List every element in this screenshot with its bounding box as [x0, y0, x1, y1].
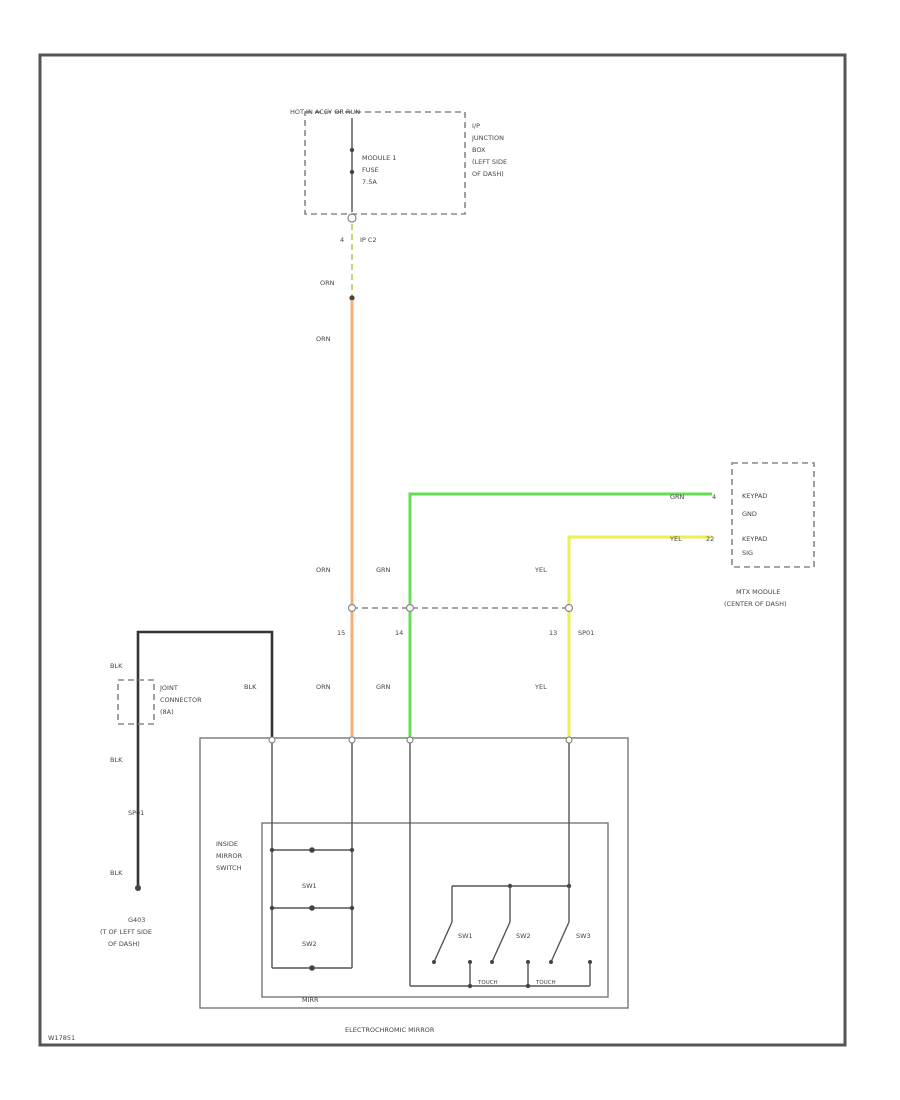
- mirror-name: ELECTROCHROMIC MIRROR: [345, 1026, 435, 1034]
- mtx-module-box: [731, 462, 815, 568]
- wire-label-grn-3: GRN: [376, 683, 391, 691]
- switch-sw1b: SW1: [458, 932, 473, 940]
- ladder-dot-3: [309, 847, 315, 853]
- connector-node-yel: [564, 603, 574, 613]
- power-label: HOT IN ACCY OR RUN: [290, 108, 360, 116]
- ladder-dot-7: [309, 965, 315, 971]
- mirror-label-3: SWITCH: [216, 864, 242, 872]
- bus-return-dot-2: [525, 983, 531, 989]
- mirror-label-2: MIRROR: [216, 852, 243, 860]
- wire-label-orn-2: ORN: [316, 335, 331, 343]
- junction-label-2: JUNCTION: [471, 134, 504, 142]
- junction-label-5: OF DASH): [472, 170, 504, 178]
- keypad-gnd-2: GND: [742, 510, 757, 518]
- mirror-pin-2: [348, 736, 356, 744]
- keypad-sig-2: SIG: [742, 549, 753, 557]
- pin-orn: 15: [337, 629, 345, 637]
- junction-label-3: BOX: [472, 146, 486, 154]
- wire-label-yel-1: YEL: [669, 535, 682, 543]
- ground-line-3: OF DASH): [108, 940, 140, 948]
- ladder-dot-4: [269, 905, 275, 911]
- fuse-node-bottom: [349, 169, 355, 175]
- mirror-pin-4: [565, 736, 573, 744]
- wire-label-yel-3: YEL: [534, 683, 547, 691]
- wire-label-grn-1: GRN: [670, 493, 685, 501]
- keypad-gnd-1: KEYPAD: [742, 492, 767, 500]
- switch-3-return-dot: [588, 960, 592, 964]
- wire-label-blk-2: BLK: [110, 662, 123, 670]
- pin-grn-2: 14: [395, 629, 403, 637]
- mirror-bottom-label: MIRR: [302, 996, 319, 1004]
- joint-connector-box: [117, 679, 155, 725]
- wire-label-grn-2: GRN: [376, 566, 391, 574]
- switch-sw3: SW3: [576, 932, 591, 940]
- switch-1-return-dot: [468, 960, 472, 964]
- junction-label-1: I/P: [472, 122, 480, 130]
- mtx-module-name-2: (CENTER OF DASH): [724, 600, 787, 608]
- joint-line-3: (8A): [160, 708, 174, 716]
- switch-2-return-dot: [526, 960, 530, 964]
- splice-label: SP01: [578, 629, 594, 637]
- diagram-frame: [38, 53, 847, 1047]
- ladder-dot-2: [349, 847, 355, 853]
- switch-sw1: SW1: [302, 882, 317, 890]
- wire-label-orn-1: ORN: [320, 279, 335, 287]
- connector-pin: 4: [340, 236, 344, 244]
- wire-junction-dot: [349, 295, 355, 301]
- mirror-outer-box: [199, 737, 629, 1009]
- switch-1-blade: [433, 921, 453, 963]
- connector-ipc2: [347, 213, 357, 223]
- touch-label-1: TOUCH: [477, 980, 498, 986]
- ladder-dot-6: [309, 905, 315, 911]
- touch-label-2: TOUCH: [535, 980, 556, 986]
- fuse-label-2: FUSE: [362, 166, 379, 174]
- wire-label-yel-2: YEL: [534, 566, 547, 574]
- fuse-node-top: [349, 147, 355, 153]
- fuse-label-3: 7.5A: [362, 178, 377, 186]
- connector-node-grn: [405, 603, 415, 613]
- wire-label-orn-4: ORN: [316, 683, 331, 691]
- wire-label-blk-3: BLK: [110, 756, 123, 764]
- grn-wire: [408, 492, 712, 740]
- junction-label-4: (LEFT SIDE: [472, 158, 507, 166]
- switch-2-blade: [491, 921, 511, 963]
- wire-label-orn-3: ORN: [316, 566, 331, 574]
- mirror-label-1: INSIDE: [216, 840, 238, 848]
- yel-wire: [567, 535, 712, 740]
- ladder-dot-1: [269, 847, 275, 853]
- pin-yel: 22: [706, 535, 714, 543]
- connector-id: IP C2: [360, 236, 377, 244]
- ground-line-2: (T OF LEFT SIDE: [100, 928, 152, 936]
- mirror-pin-3: [406, 736, 414, 744]
- mtx-module-name-1: MTX MODULE: [736, 588, 780, 596]
- switch-3-blade: [550, 921, 570, 963]
- connector-node-orn: [347, 603, 357, 613]
- switch-sw2b: SW2: [516, 932, 531, 940]
- joint-line-1: JOINT: [159, 684, 178, 692]
- switch-3-contact: [549, 960, 553, 964]
- footer-ref-code: W17851: [48, 1034, 75, 1042]
- wire-label-blk-4: BLK: [110, 869, 123, 877]
- ground-id: G403: [128, 916, 145, 924]
- joint-line-2: CONNECTOR: [160, 696, 202, 704]
- pin-grn: 4: [712, 493, 716, 501]
- mirror-pin-1: [268, 736, 276, 744]
- blk-wire: [136, 630, 274, 888]
- junction-box: [304, 111, 466, 215]
- ladder-dot-5: [349, 905, 355, 911]
- switch-sw2: SW2: [302, 940, 317, 948]
- bus-return-dot-1: [467, 983, 473, 989]
- switch-1-contact: [432, 960, 436, 964]
- wire-label-blk-1: BLK: [244, 683, 257, 691]
- pin-yel-2: 13: [549, 629, 557, 637]
- ground-point: [135, 885, 141, 891]
- mirror-inner-box: [261, 822, 609, 998]
- fuse-label-1: MODULE 1: [362, 154, 396, 162]
- switch-2-contact: [490, 960, 494, 964]
- splice-bottom: SP01: [128, 809, 144, 817]
- keypad-sig-1: KEYPAD: [742, 535, 767, 543]
